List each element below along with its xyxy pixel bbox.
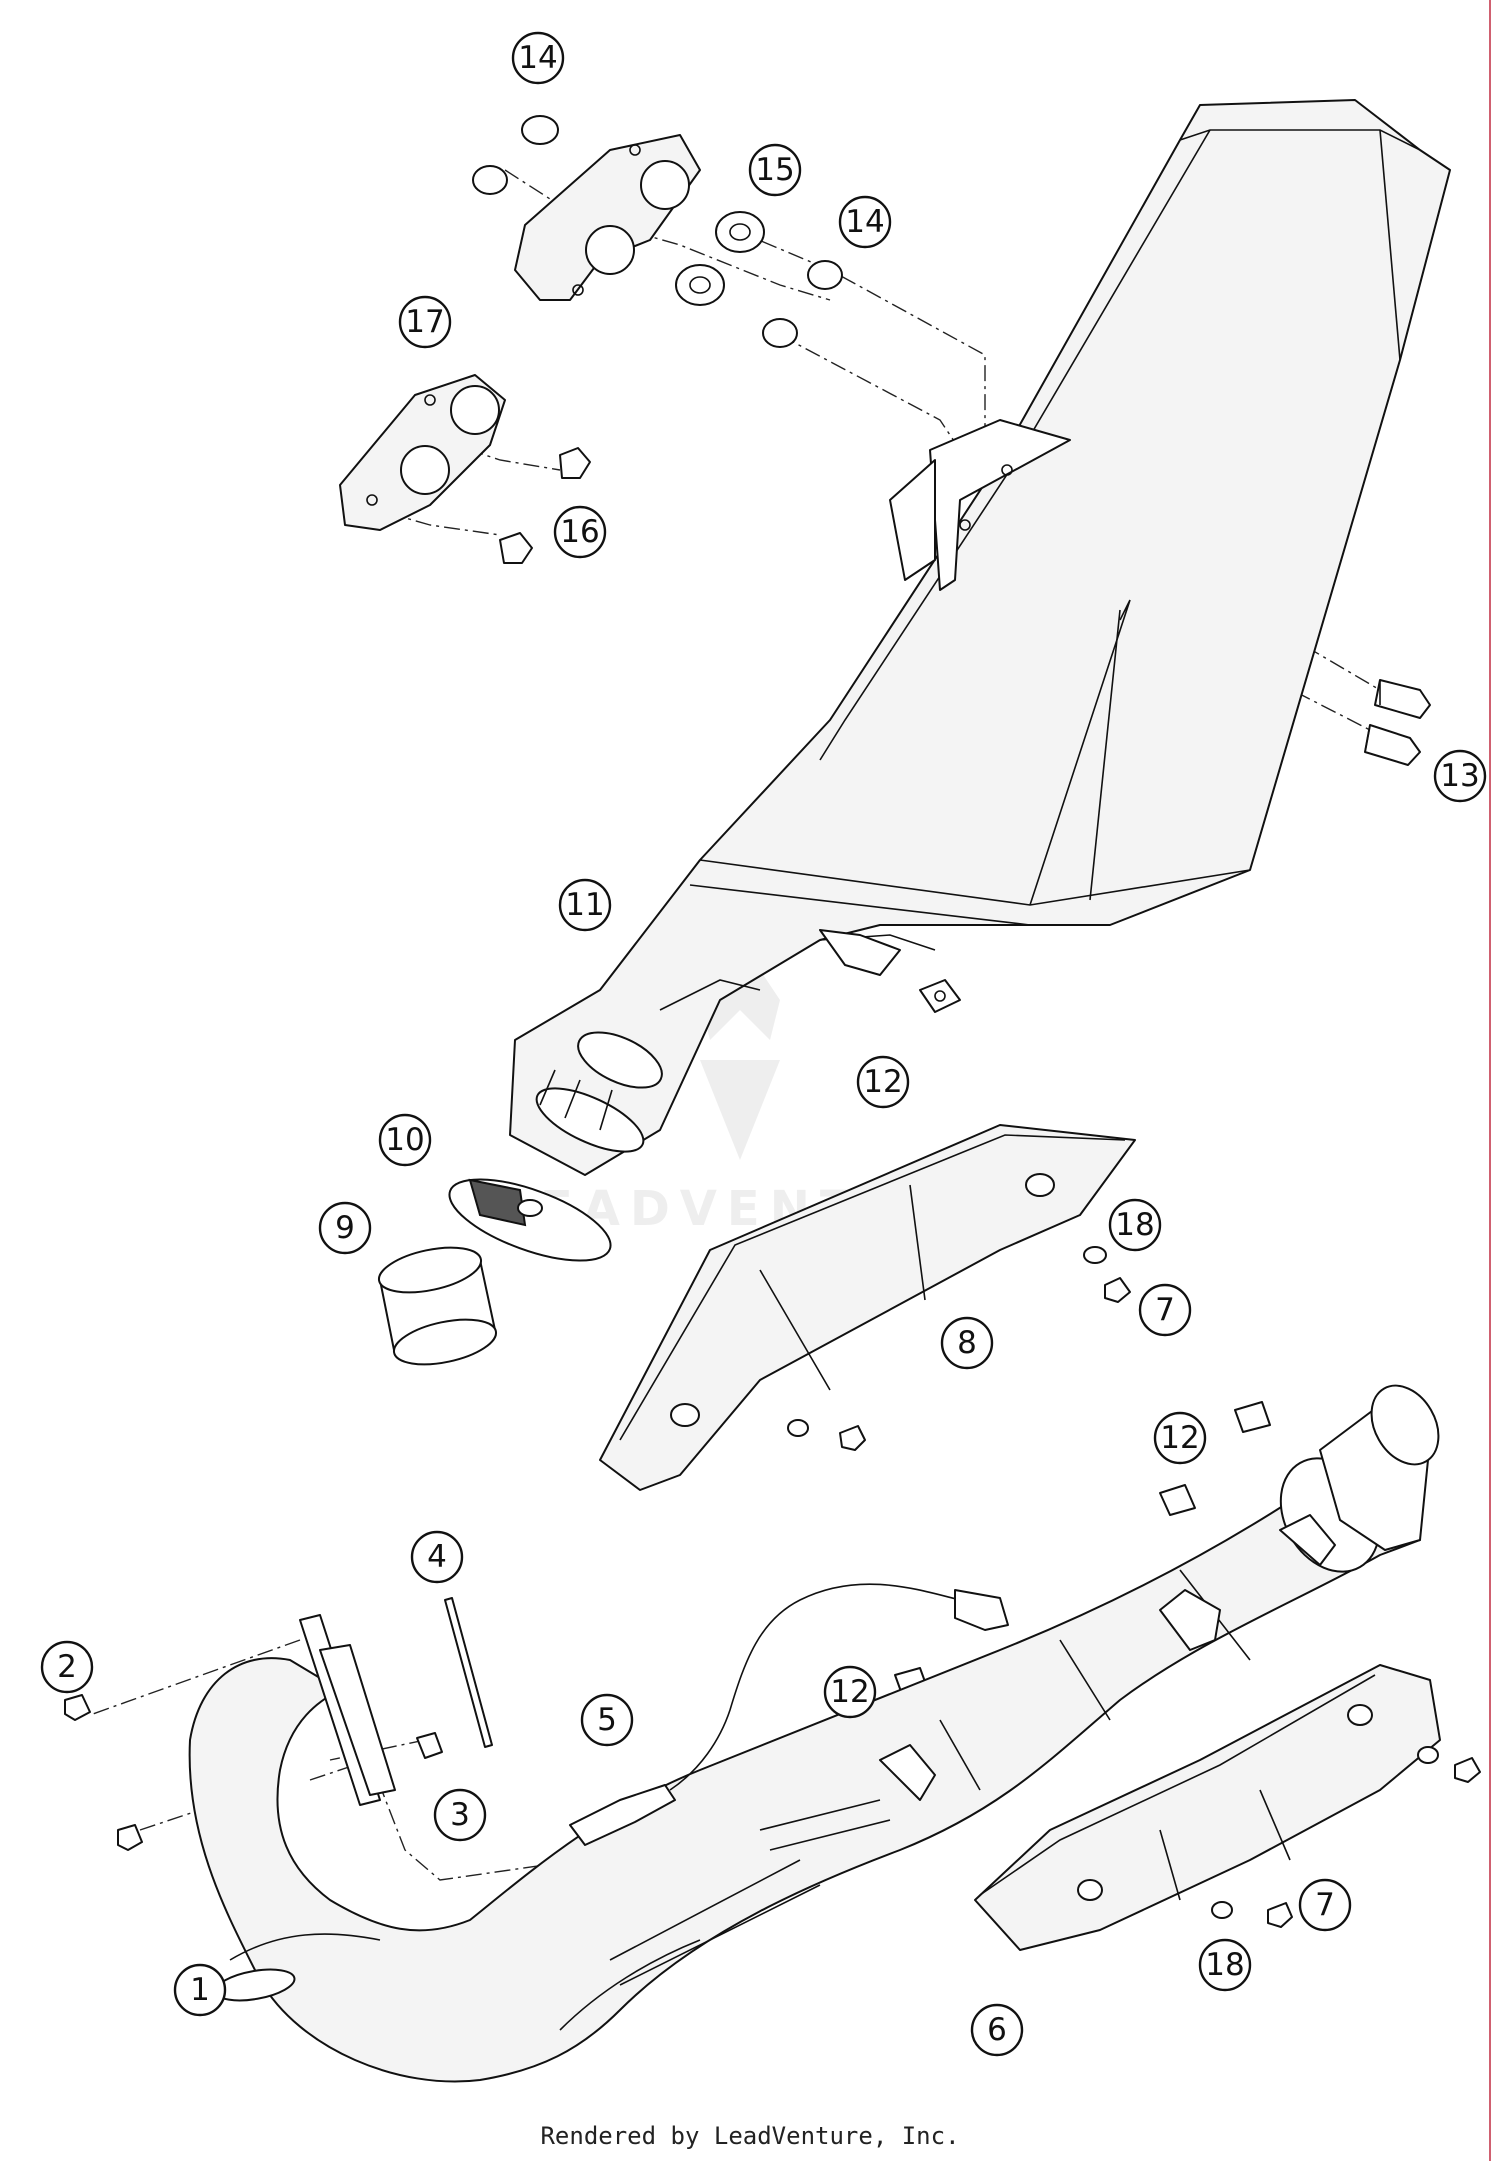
clamp-10	[448, 1178, 612, 1262]
svg-text:7: 7	[1155, 1292, 1175, 1328]
callout-12-pipe-upper: 12	[1153, 1411, 1207, 1465]
callout-7-lower: 7	[1298, 1878, 1352, 1932]
bracket-17	[339, 374, 591, 564]
screw-washer-upper	[787, 1246, 1131, 1451]
callout-14-right: 14	[838, 195, 892, 249]
callout-7-upper: 7	[1138, 1283, 1192, 1337]
svg-text:18: 18	[1205, 1947, 1244, 1983]
callout-12-muffler: 12	[856, 1055, 910, 1109]
muffler	[509, 99, 1451, 1176]
callout-10: 10	[378, 1113, 432, 1167]
svg-text:12: 12	[830, 1674, 869, 1710]
svg-text:12: 12	[1160, 1420, 1199, 1456]
callout-1: 1	[173, 1963, 227, 2017]
svg-text:9: 9	[335, 1210, 355, 1246]
callout-15: 15	[748, 143, 802, 197]
clip-nut-12a	[919, 979, 961, 1013]
callout-2: 2	[40, 1640, 94, 1694]
svg-text:4: 4	[427, 1539, 447, 1575]
footer-credit: Rendered by LeadVenture, Inc.	[540, 2122, 960, 2150]
svg-text:1: 1	[190, 1972, 210, 2008]
bolts-13	[1364, 679, 1431, 766]
svg-text:5: 5	[597, 1702, 617, 1738]
callout-8: 8	[940, 1316, 994, 1370]
svg-text:13: 13	[1440, 758, 1479, 794]
header-pipe	[188, 1384, 1440, 2083]
svg-text:12: 12	[863, 1064, 902, 1100]
callout-16: 16	[553, 505, 607, 559]
svg-text:14: 14	[518, 40, 557, 76]
callout-14-top: 14	[511, 31, 565, 85]
screw-washer-lower	[1211, 1746, 1481, 1928]
svg-text:11: 11	[565, 887, 604, 923]
callout-5: 5	[580, 1693, 634, 1747]
callout-18-lower: 18	[1198, 1938, 1252, 1992]
svg-text:8: 8	[957, 1325, 977, 1361]
frame-edge-line	[1489, 0, 1491, 2161]
callout-17: 17	[398, 295, 452, 349]
gasket-9	[377, 1246, 498, 1366]
heat-shield-6	[974, 1664, 1441, 1951]
svg-text:10: 10	[385, 1122, 424, 1158]
svg-text:6: 6	[987, 2012, 1007, 2048]
callout-6: 6	[970, 2003, 1024, 2057]
callout-4: 4	[410, 1530, 464, 1584]
svg-text:7: 7	[1315, 1887, 1335, 1923]
small-parts-2-3-4	[64, 1597, 493, 1851]
svg-text:14: 14	[845, 204, 884, 240]
hanger-bracket-upper	[472, 115, 843, 348]
svg-text:3: 3	[450, 1797, 470, 1833]
callout-18-upper: 18	[1108, 1198, 1162, 1252]
callout-11: 11	[558, 878, 612, 932]
callout-12-pipe-lower: 12	[823, 1665, 877, 1719]
heat-shield-8	[599, 1124, 1136, 1491]
svg-text:2: 2	[57, 1649, 77, 1685]
callout-9: 9	[318, 1201, 372, 1255]
svg-text:16: 16	[560, 514, 599, 550]
svg-text:15: 15	[755, 152, 794, 188]
callout-13: 13	[1433, 749, 1487, 803]
svg-text:18: 18	[1115, 1207, 1154, 1243]
svg-text:17: 17	[405, 304, 444, 340]
callout-3: 3	[433, 1788, 487, 1842]
lambda-sensor-5	[569, 1583, 1009, 1846]
